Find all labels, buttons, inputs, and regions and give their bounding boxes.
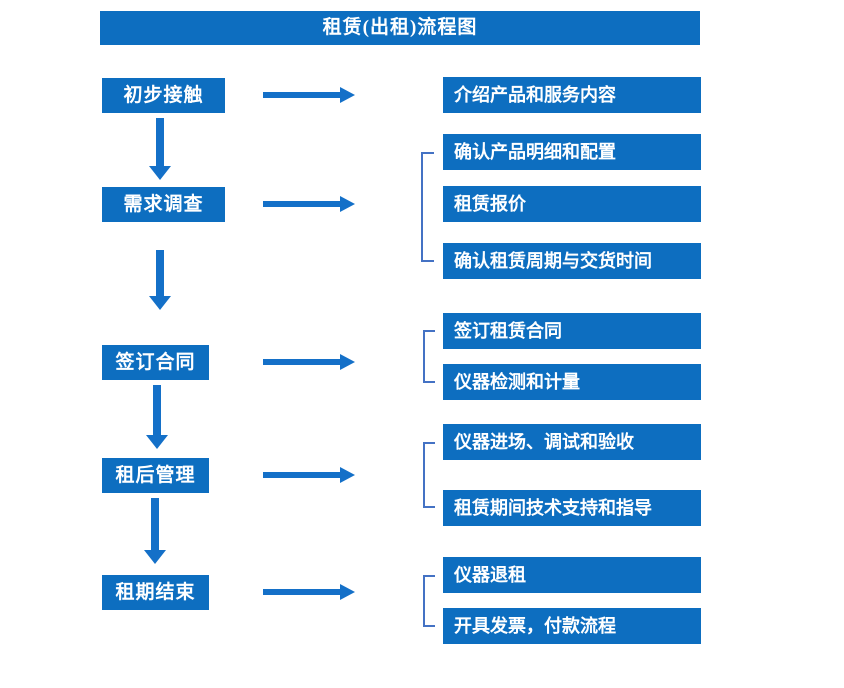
stage-box-needs-survey: 需求调查 bbox=[102, 187, 225, 222]
arrow-right-icon bbox=[263, 354, 355, 370]
stage-box-initial-contact: 初步接触 bbox=[102, 78, 225, 113]
arrow-down-icon bbox=[144, 498, 166, 564]
arrow-right-icon bbox=[263, 467, 355, 483]
output-box: 仪器退租 bbox=[443, 557, 701, 593]
group-bracket bbox=[421, 152, 434, 262]
arrow-right-icon bbox=[263, 87, 355, 103]
arrow-right-icon bbox=[263, 584, 355, 600]
output-box: 仪器进场、调试和验收 bbox=[443, 424, 701, 460]
stage-box-sign-contract: 签订合同 bbox=[102, 345, 209, 380]
arrow-down-icon bbox=[146, 385, 168, 449]
group-bracket bbox=[423, 442, 435, 508]
stage-box-post-rental-management: 租后管理 bbox=[102, 458, 209, 493]
output-box: 开具发票，付款流程 bbox=[443, 608, 701, 644]
output-box: 租赁报价 bbox=[443, 186, 701, 222]
output-box: 签订租赁合同 bbox=[443, 313, 701, 349]
arrow-right-icon bbox=[263, 196, 355, 212]
stage-box-rental-end: 租期结束 bbox=[102, 575, 209, 610]
flowchart-title: 租赁(出租)流程图 bbox=[100, 11, 700, 45]
arrow-down-icon bbox=[149, 250, 171, 310]
output-box: 仪器检测和计量 bbox=[443, 364, 701, 400]
output-box: 租赁期间技术支持和指导 bbox=[443, 490, 701, 526]
output-box: 确认租赁周期与交货时间 bbox=[443, 243, 701, 279]
group-bracket bbox=[423, 575, 435, 627]
group-bracket bbox=[423, 330, 435, 383]
output-box: 确认产品明细和配置 bbox=[443, 134, 701, 170]
arrow-down-icon bbox=[149, 118, 171, 180]
output-box: 介绍产品和服务内容 bbox=[443, 77, 701, 113]
